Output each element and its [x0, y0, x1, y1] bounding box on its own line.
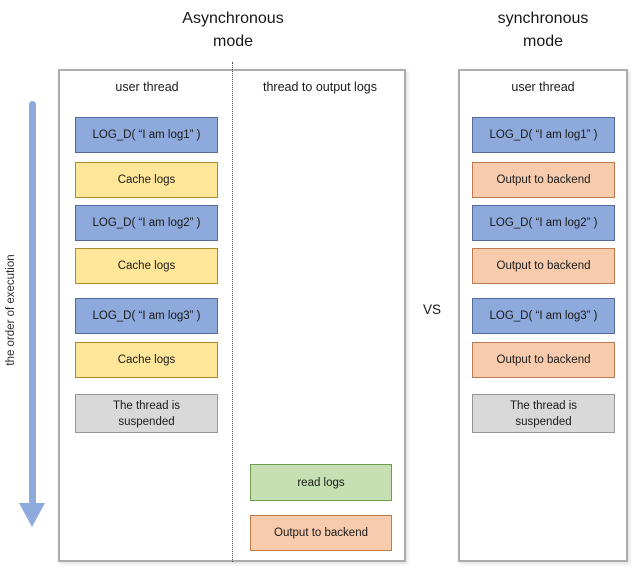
box-sync-output-1: Output to backend	[472, 162, 615, 198]
box-read-logs: read logs	[250, 464, 392, 501]
box-sync-log-call-2: LOG_D( “I am log2” )	[472, 205, 615, 241]
box-output-to-backend: Output to backend	[250, 515, 392, 551]
box-sync-output-2: Output to backend	[472, 248, 615, 284]
box-sync-thread-suspended: The thread is suspended	[472, 394, 615, 433]
box-cache-logs-3: Cache logs	[75, 342, 218, 378]
async-user-thread-header: user thread	[115, 80, 179, 94]
box-thread-suspended: The thread is suspended	[75, 394, 218, 433]
thread-divider-dotted-line	[232, 62, 233, 562]
box-cache-logs-2: Cache logs	[75, 248, 218, 284]
execution-order-label: the order of execution	[5, 254, 17, 366]
box-log-call-3: LOG_D( “I am log3” )	[75, 298, 218, 334]
box-log-call-1: LOG_D( “I am log1” )	[75, 117, 218, 153]
vs-label: VS	[422, 302, 441, 317]
sync-mode-title: synchronous mode	[497, 10, 589, 50]
async-mode-title: Asynchronous mode	[182, 10, 284, 50]
box-sync-log-call-3: LOG_D( “I am log3” )	[472, 298, 615, 334]
box-sync-log-call-1: LOG_D( “I am log1” )	[472, 117, 615, 153]
down-arrow-icon	[19, 503, 45, 527]
sync-panel: user thread LOG_D( “I am log1” ) Output …	[458, 69, 628, 562]
sync-user-thread-header: user thread	[511, 80, 575, 94]
box-sync-output-3: Output to backend	[472, 342, 615, 378]
execution-order-arrow-shaft	[29, 101, 36, 505]
async-output-thread-header: thread to output logs	[263, 80, 377, 94]
box-log-call-2: LOG_D( “I am log2” )	[75, 205, 218, 241]
box-cache-logs-1: Cache logs	[75, 162, 218, 198]
